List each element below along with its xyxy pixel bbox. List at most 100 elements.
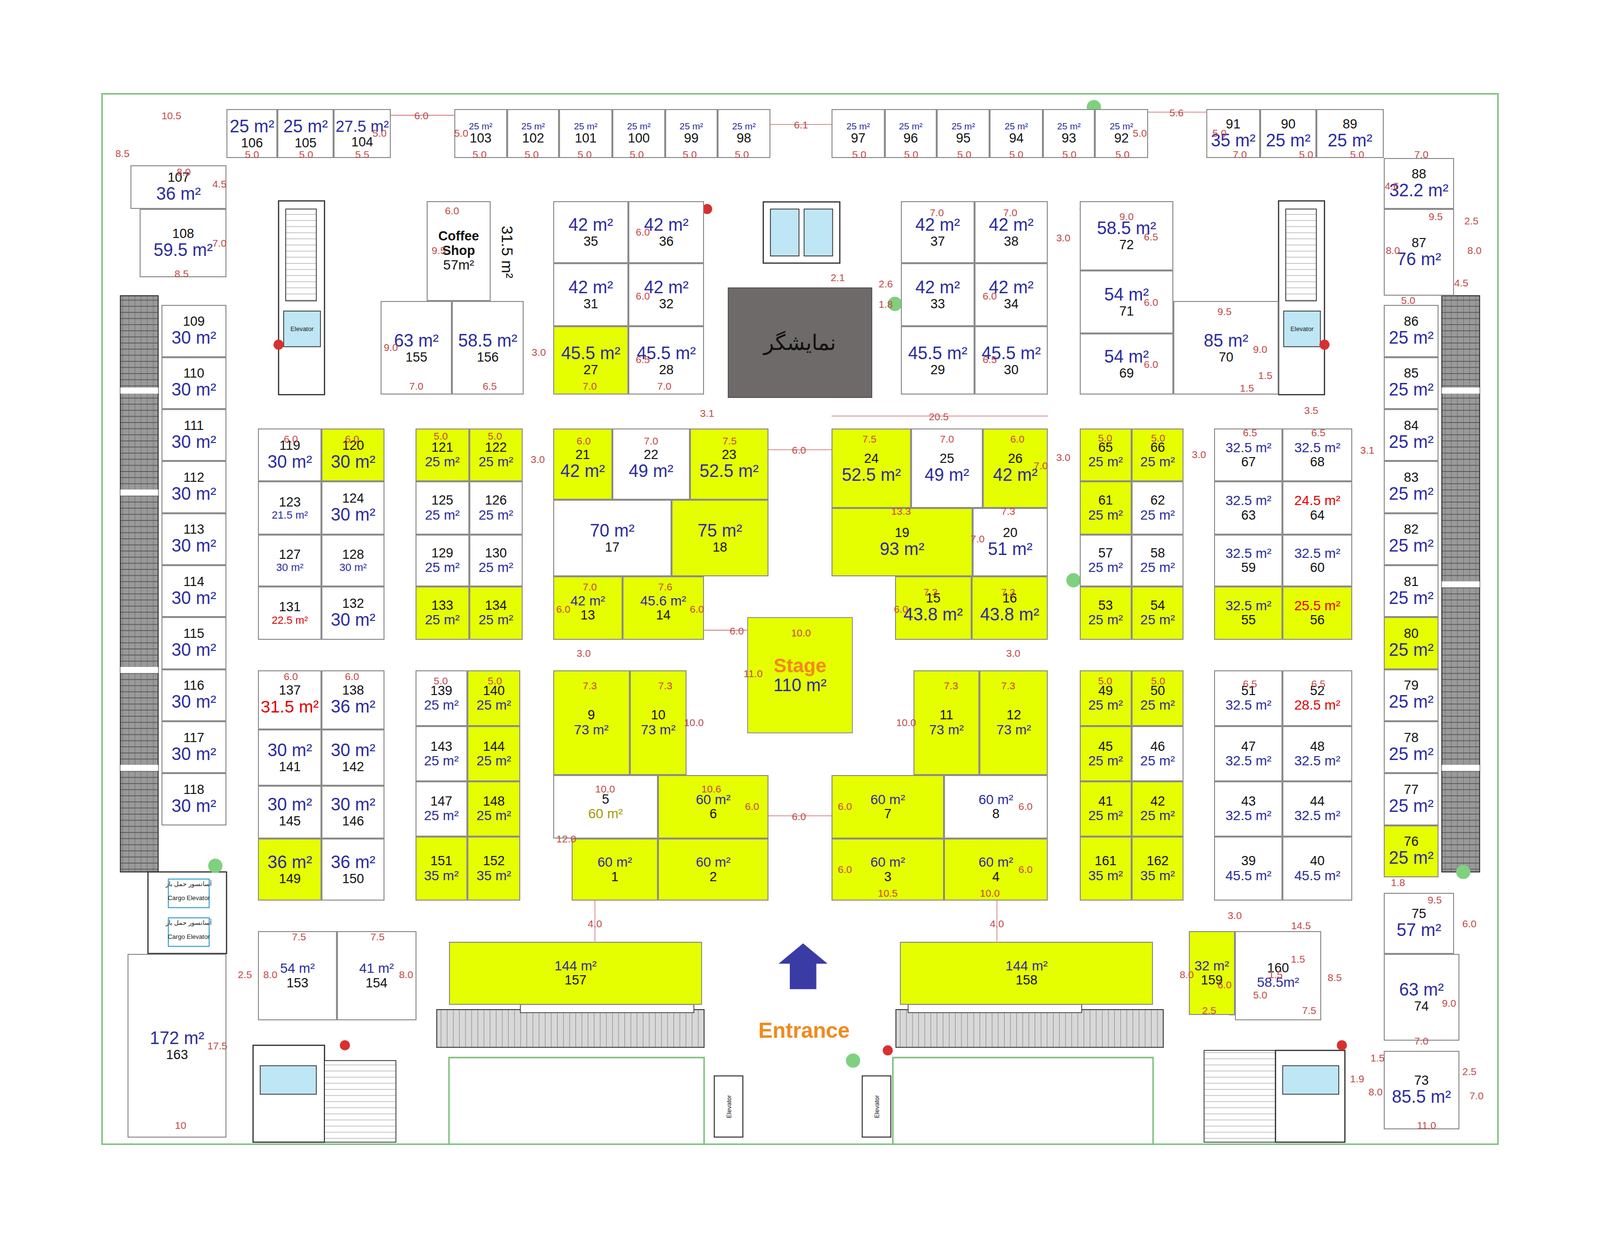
dimension-label: 8.5 (1327, 972, 1342, 983)
booth-area: 35 m² (1088, 868, 1124, 884)
booth-number: 100 (627, 131, 650, 146)
stair-core (1275, 1050, 1345, 1143)
booth-area: 25 m² (1389, 692, 1434, 712)
booth: 45.5 m²29 (900, 326, 975, 395)
booth-number: 64 (1310, 508, 1325, 523)
booth-number: 141 (278, 760, 301, 775)
dimension-label: 7.0 (582, 380, 597, 391)
booth-area: 30 m² (171, 380, 217, 400)
booth-number: 130 (484, 546, 507, 561)
dimension-label: 5.0 (1298, 148, 1313, 160)
dimension-label: 6.0 (791, 445, 806, 456)
booth-area: 63 m² (394, 331, 439, 351)
booth-number: 147 (430, 794, 453, 809)
booth: 4125 m² (1079, 781, 1132, 837)
booth-number: 56 (1310, 613, 1325, 628)
booth-area: 30 m² (171, 328, 217, 348)
dimension-label: 7.3 (658, 680, 673, 691)
booth: 8025 m² (1383, 617, 1440, 670)
booth-area: 25 m² (1088, 560, 1124, 576)
dimension-label: 9.5 (431, 244, 446, 256)
dimension-label: 6.5 (1143, 231, 1158, 242)
dimension-label: 5.0 (1098, 432, 1113, 443)
booth: 10930 m² (161, 304, 227, 357)
dimension-label: 5.0 (433, 430, 448, 441)
booth-area: 25 m² (1140, 560, 1176, 576)
elevator (283, 311, 321, 348)
dimension-label: 7.6 (658, 581, 673, 592)
booth-number: 113 (183, 522, 205, 537)
booth-number: 127 (278, 547, 301, 562)
dimension-label: 6.0 (1010, 433, 1025, 444)
booth-number: 89 (1342, 117, 1358, 132)
booth-area: 42 m² (570, 593, 606, 609)
dimension-label: 6.0 (576, 435, 591, 447)
booth: 11730 m² (161, 721, 227, 774)
booth: 7925 m² (1383, 669, 1440, 722)
stairs (1203, 1050, 1276, 1143)
booth-number: 162 (1146, 854, 1169, 869)
booth-area: 60 m² (870, 792, 906, 808)
booth: 13230 m² (321, 586, 385, 640)
booth-area: 35 m² (1140, 868, 1176, 884)
escalator-break (1441, 387, 1480, 395)
booth-area: 30 m² (339, 561, 367, 574)
booth: 42 m²35 (553, 201, 629, 264)
booth-number: 18 (712, 540, 728, 555)
dimension-label: 5.0 (629, 148, 644, 160)
dimension-label: 8.0 (1179, 969, 1194, 980)
booth: 12830 m² (321, 534, 385, 587)
booth-area: 75 m² (697, 521, 743, 541)
booth-area: 25 m² (476, 753, 512, 769)
booth-number: 157 (564, 973, 587, 988)
marker-dot (1336, 1040, 1347, 1051)
dimension-label: 11.0 (743, 668, 763, 679)
booth-number: 87 (1411, 236, 1426, 251)
booth-area: 35 m² (423, 868, 459, 884)
dimension-label: 6.5 (982, 353, 997, 365)
booth-number: 103 (469, 131, 492, 146)
booth-area: 43.8 m² (979, 605, 1040, 625)
booth-number: 68 (1310, 455, 1325, 470)
booth-number: 145 (278, 814, 301, 829)
dimension-label: 6.0 (689, 604, 704, 615)
dimension-label: 6.0 (635, 290, 650, 302)
dimension-label: 1.9 (1349, 1073, 1364, 1084)
booth-area: 25 m² (1389, 589, 1434, 608)
stair-core (253, 1045, 325, 1143)
booth-number: 128 (342, 547, 365, 562)
dimension-label: 7.0 (1232, 148, 1247, 160)
booth: 6125 m² (1079, 481, 1132, 535)
booth-number: 19 (894, 526, 910, 541)
booth-area: 42 m² (643, 278, 689, 298)
booth-area: 32.5 m² (1225, 598, 1272, 614)
booth-number: 39 (1241, 854, 1256, 869)
dimension-label: 7.3 (944, 680, 959, 691)
dimension-label: 5.0 (1151, 675, 1166, 686)
booth: 3945.5 m² (1214, 836, 1283, 902)
booth: 1073 m² (629, 670, 688, 776)
booth-number: 158 (1015, 973, 1038, 988)
dimension-label: 6.5 (1243, 678, 1258, 689)
booth-area: 32.5 m² (1225, 698, 1272, 713)
booth: 8325 m² (1383, 461, 1440, 513)
booth-number: 116 (183, 678, 205, 693)
booth-area: 45.5 m² (561, 344, 621, 364)
booth-area: 30 m² (330, 741, 376, 761)
escalator-break (1441, 581, 1480, 588)
booth-number: 125 (431, 493, 454, 508)
booth-number: 137 (278, 683, 301, 698)
booth-number: 3 (883, 870, 892, 885)
booth: 14825 m² (467, 781, 521, 837)
booth-area: 42 m² (560, 462, 606, 481)
dimension-label: 6.0 (283, 433, 298, 444)
cargo-elevator (763, 202, 840, 264)
dimension-label: 6.0 (791, 811, 806, 822)
booth: 13122.5 m² (257, 586, 321, 640)
booth-number: 80 (1404, 626, 1419, 641)
marker-dot (339, 1040, 351, 1051)
dimension-label: 5.0 (372, 127, 387, 138)
marker-dot (273, 339, 284, 351)
booth: 30 m²145 (257, 785, 321, 839)
booth: 8625 m² (1383, 304, 1440, 357)
